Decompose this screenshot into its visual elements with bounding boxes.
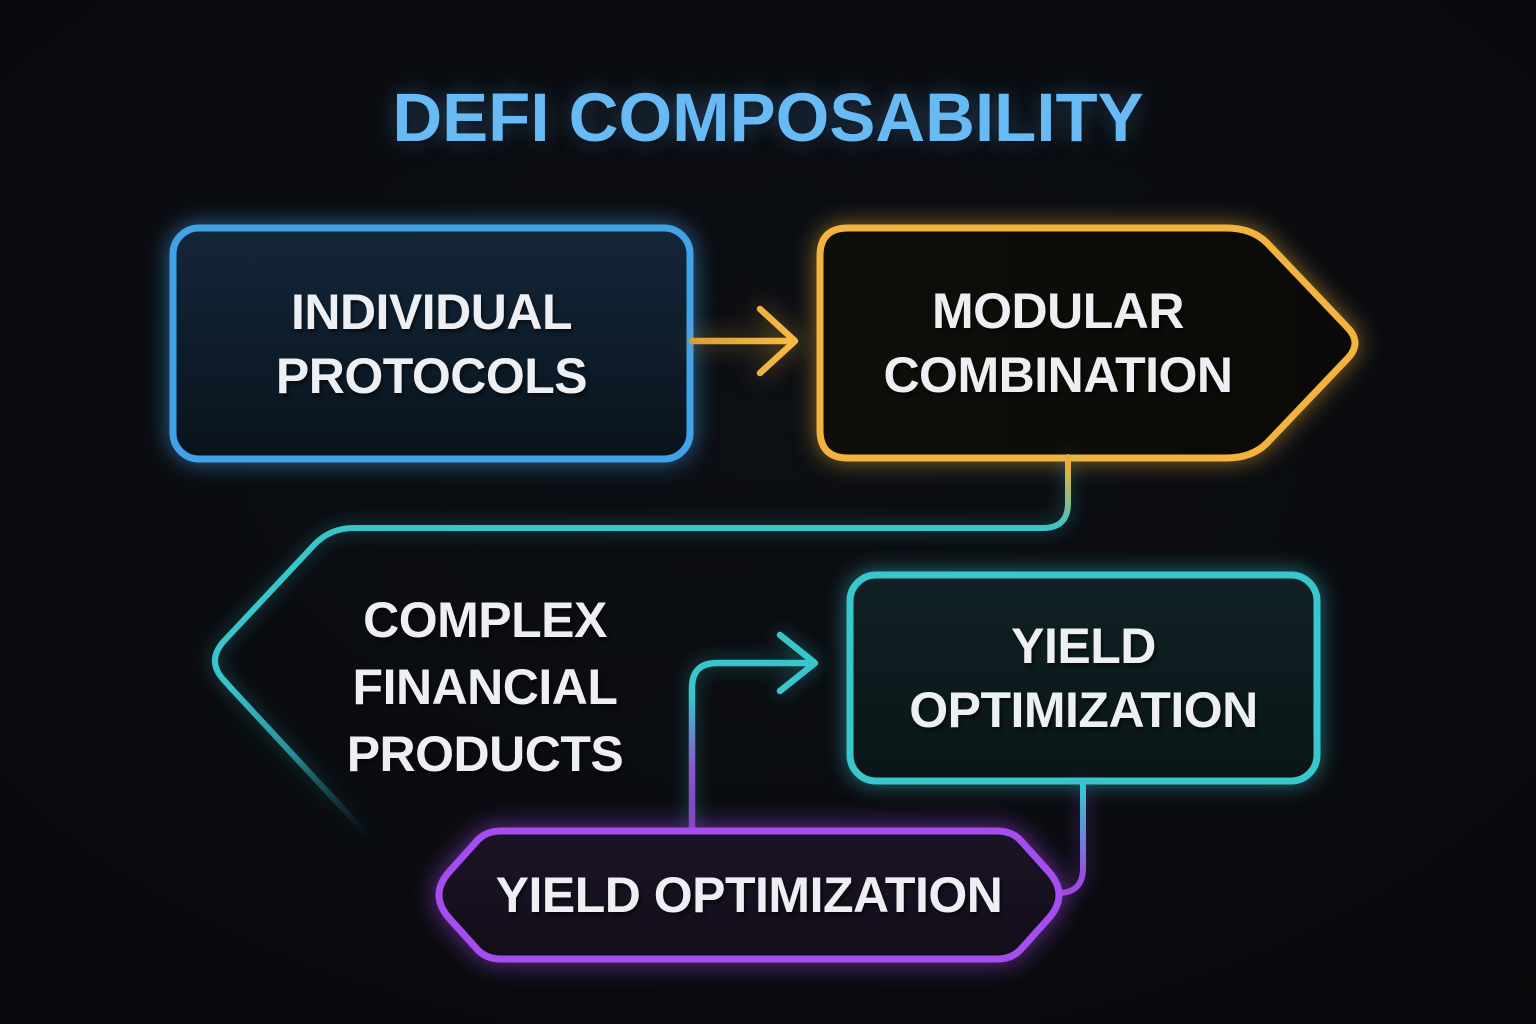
- arrow-tag-to-yield: [688, 631, 819, 833]
- yield-optimization-shape: [846, 571, 1321, 785]
- yield-optimization-tag-shape: [435, 827, 1063, 963]
- complex-products-fading-edge: [227, 684, 375, 843]
- arrow-protocols-to-modular: [688, 305, 799, 377]
- modular-combination-shape: [816, 224, 1359, 462]
- diagram-title: DEFI COMPOSABILITY: [392, 79, 1144, 156]
- individual-protocols-shape: [169, 224, 694, 463]
- connector-yield-to-tag: [1051, 781, 1086, 896]
- connector-modular-to-complex: [212, 454, 1071, 690]
